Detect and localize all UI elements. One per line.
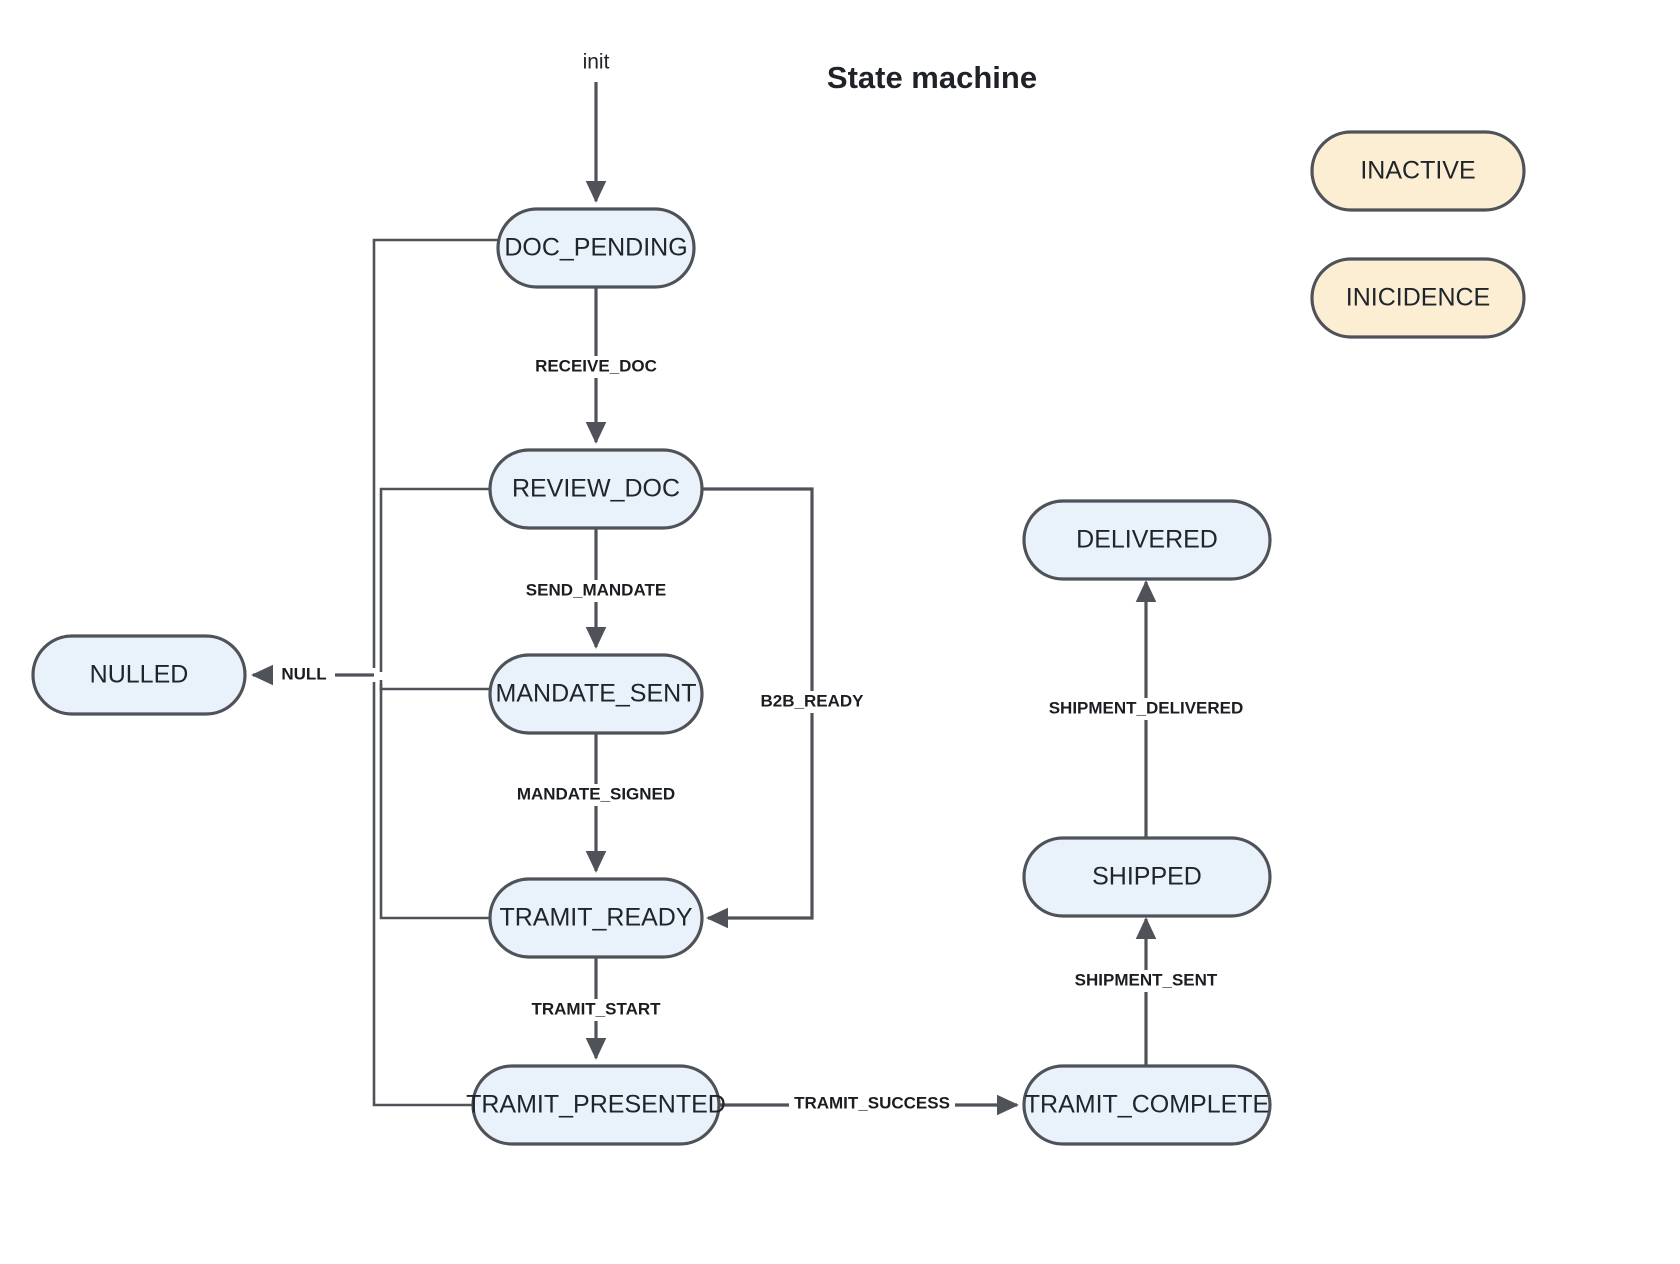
legend-node-inicidence[interactable]: INICIDENCE xyxy=(1310,257,1526,339)
edge-path-null-from-review-doc xyxy=(379,487,490,672)
transition-shipment-delivered: SHIPMENT_DELIVERED xyxy=(1044,580,1250,838)
state-label-review-doc: REVIEW_DOC xyxy=(512,475,680,503)
edge-label-tramit-start: TRAMIT_START xyxy=(531,999,661,1018)
state-shape-mandate-sent[interactable] xyxy=(488,653,704,735)
edge-label-b2b-ready: B2B_READY xyxy=(761,691,865,710)
legend-shape-inicidence[interactable] xyxy=(1310,257,1526,339)
state-node-tramit-presented[interactable]: TRAMIT_PRESENTED xyxy=(466,1064,726,1146)
state-node-mandate-sent[interactable]: MANDATE_SENT xyxy=(488,653,704,735)
state-shape-shipped[interactable] xyxy=(1022,836,1272,918)
state-node-shipped[interactable]: SHIPPED xyxy=(1022,836,1272,918)
state-label-delivered: DELIVERED xyxy=(1076,526,1218,554)
edge-path-null-from-doc-pending xyxy=(372,238,498,668)
transition-shipment-sent: SHIPMENT_SENT xyxy=(1069,917,1225,1066)
legend-node-inactive[interactable]: INACTIVE xyxy=(1310,130,1526,212)
edge-label-bg-tramit-start xyxy=(524,999,670,1021)
edge-label-bg-receive-doc xyxy=(522,356,670,378)
state-node-delivered[interactable]: DELIVERED xyxy=(1022,499,1272,581)
edge-label-send-mandate: SEND_MANDATE xyxy=(526,580,666,599)
state-shape-review-doc[interactable] xyxy=(488,448,704,530)
diagram-title: State machine xyxy=(827,60,1037,95)
edge-label-bg-b2b-ready xyxy=(754,691,872,713)
legend-shape-inactive[interactable] xyxy=(1310,130,1526,212)
edge-label-bg-null xyxy=(273,664,335,686)
transition-b2b-ready: B2B_READY xyxy=(702,487,872,929)
state-label-tramit-presented: TRAMIT_PRESENTED xyxy=(466,1091,726,1119)
state-node-tramit-ready[interactable]: TRAMIT_READY xyxy=(488,877,704,959)
state-label-nulled: NULLED xyxy=(90,661,189,689)
state-label-shipped: SHIPPED xyxy=(1092,863,1202,891)
state-shape-delivered[interactable] xyxy=(1022,499,1272,581)
edge-label-shipment-delivered: SHIPMENT_DELIVERED xyxy=(1049,698,1244,717)
edge-label-bg-shipment-sent xyxy=(1069,970,1225,992)
edge-label-bg-mandate-signed xyxy=(510,784,682,806)
edge-label-receive-doc: RECEIVE_DOC xyxy=(535,356,657,375)
transition-send-mandate: SEND_MANDATE xyxy=(520,528,672,649)
edge-label-shipment-sent: SHIPMENT_SENT xyxy=(1075,970,1218,989)
state-label-tramit-ready: TRAMIT_READY xyxy=(499,904,692,932)
edge-label-init: init xyxy=(583,51,610,74)
transition-mandate-signed: MANDATE_SIGNED xyxy=(510,733,682,873)
state-label-doc-pending: DOC_PENDING xyxy=(504,234,687,262)
transition-init: init xyxy=(583,51,610,203)
edge-path-null-from-tramit-presented xyxy=(372,682,473,1107)
edge-label-tramit-success: TRAMIT_SUCCESS xyxy=(794,1093,950,1112)
transition-receive-doc: RECEIVE_DOC xyxy=(522,287,670,444)
edge-label-bg-tramit-success xyxy=(789,1093,955,1116)
state-label-mandate-sent: MANDATE_SENT xyxy=(496,680,697,708)
edge-label-bg-shipment-delivered xyxy=(1044,698,1250,720)
state-node-review-doc[interactable]: REVIEW_DOC xyxy=(488,448,704,530)
state-node-tramit-complete[interactable]: TRAMIT_COMPLETE xyxy=(1022,1064,1272,1146)
transition-tramit-success: TRAMIT_SUCCESS xyxy=(719,1093,1019,1116)
legend-label-inactive: INACTIVE xyxy=(1360,157,1475,185)
legend-label-inicidence: INICIDENCE xyxy=(1346,284,1490,312)
state-node-nulled[interactable]: NULLED xyxy=(31,634,247,716)
transition-null: NULL xyxy=(251,238,498,1107)
edge-path-null-from-tramit-ready xyxy=(379,684,490,920)
state-shape-nulled[interactable] xyxy=(31,634,247,716)
edge-label-bg-send-mandate xyxy=(520,580,672,602)
state-node-doc-pending[interactable]: DOC_PENDING xyxy=(496,207,696,289)
edge-path-null-from-mandate-sent xyxy=(379,680,490,691)
state-shape-tramit-ready[interactable] xyxy=(488,877,704,959)
transition-tramit-start: TRAMIT_START xyxy=(524,957,670,1060)
edge-label-null: NULL xyxy=(281,664,326,683)
state-shape-tramit-presented[interactable] xyxy=(471,1064,721,1146)
edge-label-mandate-signed: MANDATE_SIGNED xyxy=(517,784,675,803)
state-shape-tramit-complete[interactable] xyxy=(1022,1064,1272,1146)
state-label-tramit-complete: TRAMIT_COMPLETE xyxy=(1025,1091,1269,1119)
state-shape-doc-pending[interactable] xyxy=(496,207,696,289)
